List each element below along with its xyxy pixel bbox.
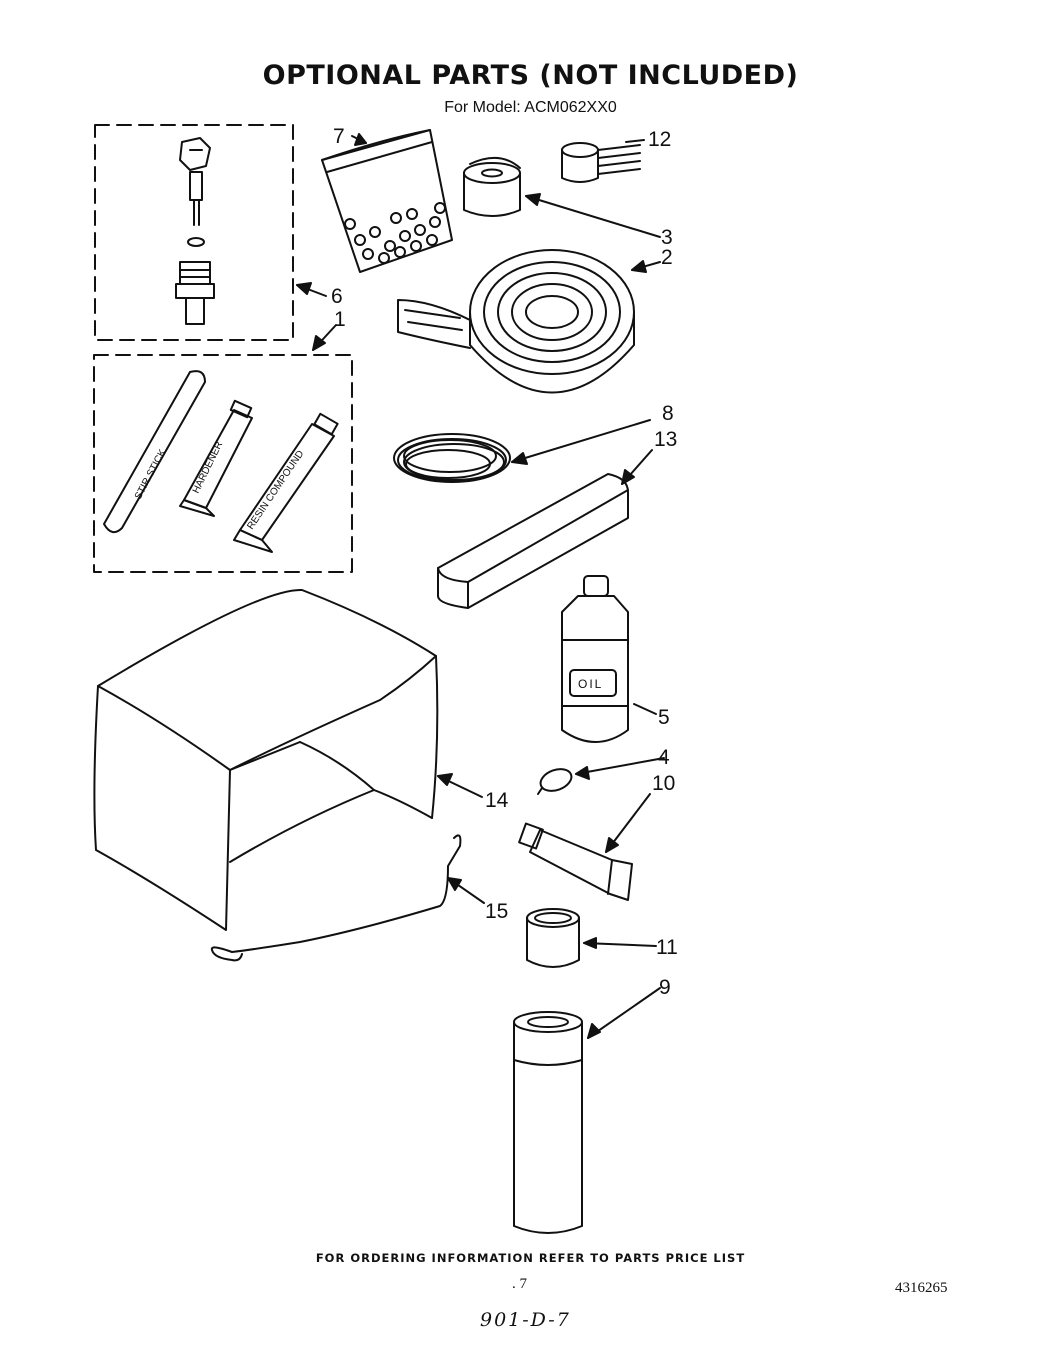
label-oil: OIL [578,677,603,691]
callout-6: 6 [331,285,343,308]
callout-11: 11 [656,936,678,959]
small-tape-roll [463,157,521,217]
kit-6-box [94,124,294,341]
large-tape-roll [397,249,635,394]
hardener-tube [179,399,253,517]
foam-block [437,473,629,609]
label-hardener: HARDENER [191,440,225,495]
unit-cover [93,588,439,931]
kit-1-box [93,354,353,573]
callout-7: 7 [333,125,345,148]
callout-10: 10 [652,772,675,795]
bag-of-caps [321,129,453,273]
label-stir-stick: STIR STICK [133,447,169,501]
strap-clip [561,142,641,183]
oil-bottle [561,575,629,743]
stir-stick [103,370,206,534]
handwritten-code: 901-D-7 [480,1309,571,1331]
callout-13: 13 [654,428,677,451]
page-number: . 7 [512,1276,527,1292]
sealant-tube [518,822,633,901]
small-can [526,908,580,968]
callout-12: 12 [648,128,671,151]
ordering-note: FOR ORDERING INFORMATION REFER TO PARTS … [315,1251,746,1265]
callout-2: 2 [661,246,673,269]
callout-15: 15 [485,900,508,923]
coiled-cord [393,433,511,483]
page-title: OPTIONAL PARTS (NOT INCLUDED) [262,60,799,91]
model-subtitle: For Model: ACM062XX0 [444,99,617,116]
callout-4: 4 [658,746,670,769]
resin-tube [233,412,339,553]
document-number: 4316265 [895,1280,948,1296]
hook-cord [210,834,462,962]
callout-9: 9 [659,976,671,999]
callout-1: 1 [334,308,346,331]
spray-can [513,1011,583,1234]
callout-5: 5 [658,706,670,729]
callout-14: 14 [485,789,509,812]
callout-3: 3 [661,226,673,249]
small-bulb [537,768,573,795]
access-valve [175,137,215,325]
callout-8: 8 [662,402,674,425]
